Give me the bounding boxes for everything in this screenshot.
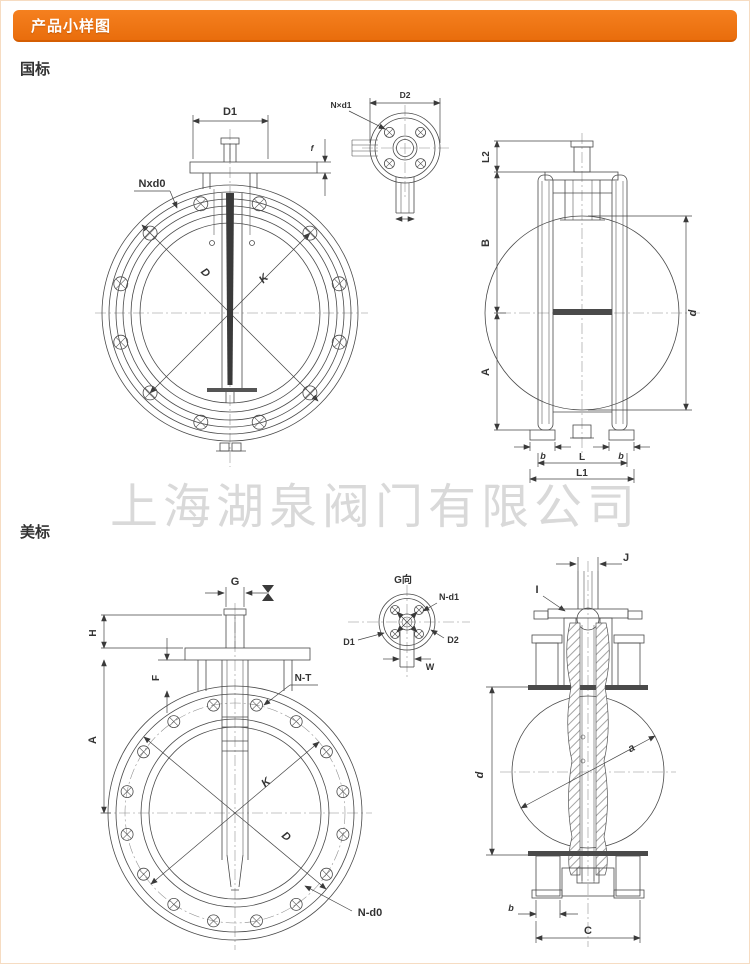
us-dim-d1: D1 bbox=[343, 637, 355, 647]
view-direction-symbol bbox=[262, 585, 274, 601]
gb-dim-l2: L2 bbox=[481, 151, 492, 163]
us-dim-w: W bbox=[426, 662, 435, 672]
us-dim-nd1: N-d1 bbox=[439, 592, 459, 602]
gb-dim-d: D bbox=[198, 266, 212, 280]
gb-dim-l: L bbox=[579, 452, 585, 463]
gb-side-view: d L2 B A bbox=[480, 133, 700, 483]
page-title: 产品小样图 bbox=[31, 17, 112, 35]
us-dim-d2-side: d bbox=[474, 771, 486, 778]
us-dim-d2: D2 bbox=[447, 635, 459, 645]
gb-dim-b-right: b bbox=[618, 451, 624, 461]
us-dim-a2: a bbox=[626, 742, 637, 755]
gb-dim-nxd0: Nxd0 bbox=[139, 178, 166, 190]
us-dim-d: D bbox=[279, 830, 293, 844]
gb-flange-view: D2 N×d1 bbox=[330, 90, 450, 222]
us-dim-i: I bbox=[535, 584, 538, 596]
gb-dim-l1: L1 bbox=[576, 468, 588, 479]
gb-dim-b-left: b bbox=[540, 451, 546, 461]
section-title-bar: 产品小样图 bbox=[13, 10, 737, 42]
gb-dim-d1: D1 bbox=[223, 106, 237, 118]
us-flange-title: G向 bbox=[394, 573, 412, 586]
gb-dim-d-small: d bbox=[687, 309, 699, 316]
us-dim-h: H bbox=[88, 629, 99, 636]
gb-dim-b: B bbox=[480, 239, 492, 247]
us-dim-f: F bbox=[151, 675, 162, 681]
gb-dim-d2: D2 bbox=[400, 90, 411, 100]
us-side-view: J I a d bbox=[474, 552, 676, 947]
us-front-view: G H F A N-T K D N-d0 bbox=[87, 576, 382, 950]
us-drawing: G H F A N-T K D N-d0 G向 N-d1 D2 bbox=[87, 552, 676, 950]
gb-front-view: D1 f Nxd0 D K bbox=[95, 106, 368, 467]
us-dim-a: A bbox=[87, 736, 99, 744]
us-dim-nd0: N-d0 bbox=[358, 907, 382, 919]
gb-standard-label: 国标 bbox=[20, 61, 51, 78]
us-dim-nt: N-T bbox=[295, 673, 312, 684]
us-standard-label: 美标 bbox=[20, 524, 51, 541]
gb-dim-a: A bbox=[480, 368, 492, 376]
us-flange-view: G向 N-d1 D2 D1 W bbox=[343, 573, 470, 677]
us-dim-g: G bbox=[231, 576, 240, 588]
gb-drawing: D1 f Nxd0 D K D2 N×d1 bbox=[95, 90, 700, 483]
gb-dim-f: f bbox=[311, 143, 315, 153]
us-dim-b: b bbox=[508, 903, 514, 913]
company-watermark: 上海湖泉阀门有限公司 bbox=[109, 481, 640, 534]
us-dim-c: C bbox=[584, 925, 592, 937]
us-dim-j: J bbox=[623, 552, 629, 564]
gb-dim-nxd1: N×d1 bbox=[330, 100, 351, 110]
